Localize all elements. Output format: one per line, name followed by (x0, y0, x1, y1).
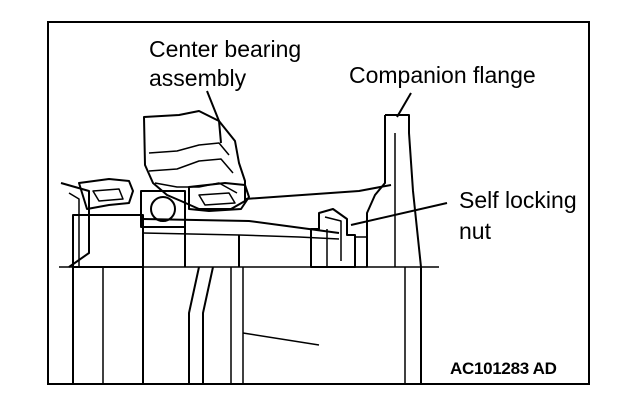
bearing-ball (150, 196, 176, 222)
center-bearing-housing (143, 110, 246, 210)
figure-code: AC101283 AD (450, 359, 557, 378)
leader-center-bearing (206, 90, 222, 144)
propeller-shaft-tube (188, 266, 200, 383)
diagram-frame: Center bearing assembly Companion flange… (47, 21, 590, 385)
center-bearing-cross-section-drawing (59, 90, 448, 383)
bearing-seal-left (78, 178, 134, 210)
left-shaft-body (72, 214, 144, 268)
companion-flange (385, 114, 422, 383)
leader-self-locking-nut (350, 202, 448, 226)
inner-sleeve (142, 218, 340, 234)
label-self-locking-line2: nut (459, 218, 491, 244)
dust-deflector (244, 184, 392, 200)
left-housing (60, 182, 90, 268)
label-self-locking-line1: Self locking (459, 187, 577, 213)
label-center-bearing-line1: Center bearing (149, 36, 302, 62)
label-center-bearing-line2: assembly (149, 65, 247, 91)
leader-companion-flange (396, 92, 412, 118)
bearing-seal-right (188, 182, 250, 212)
label-companion-flange: Companion flange (349, 62, 536, 88)
